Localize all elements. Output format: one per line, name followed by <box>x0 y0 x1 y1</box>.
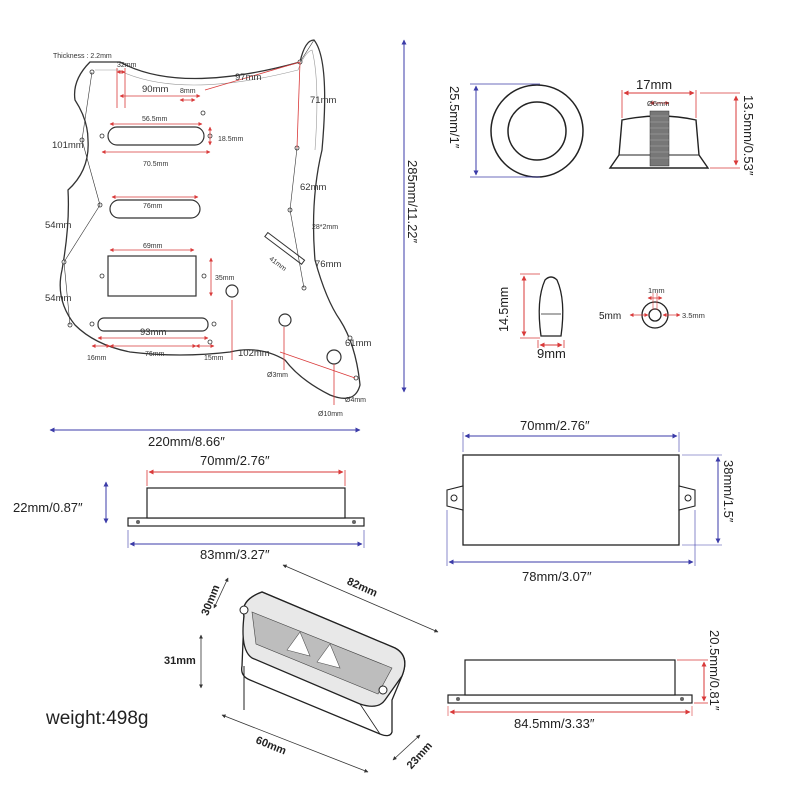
label-thickness: Thickness : 2.2mm <box>53 53 112 60</box>
label-tip-height: 14.5mm <box>497 287 511 332</box>
label-70-5mm: 70.5mm <box>143 161 168 168</box>
knob-ring: 25.5mm/1″ <box>447 83 584 178</box>
switch-slot <box>264 231 306 265</box>
label-76mm-right: 76mm <box>315 259 341 270</box>
label-bb-31mm: 31mm <box>164 655 196 667</box>
label-hbs-bottom: 84.5mm/3.33″ <box>514 716 595 731</box>
label-61mm: 61mm <box>345 338 371 349</box>
middle-pickup-slot <box>109 199 201 219</box>
label-76mm-mid: 76mm <box>143 203 163 210</box>
label-knob-shaft: Ø6mm <box>647 99 670 108</box>
switch-tip: 14.5mm 9mm <box>497 273 566 361</box>
label-3mm: Ø3mm <box>267 372 288 379</box>
label-16mm: 16mm <box>87 355 107 362</box>
label-69mm: 69mm <box>143 243 163 250</box>
single-coil-side: 70mm/2.76″ 22mm/0.87″ 83mm/3.27″ <box>13 453 365 562</box>
label-4mm: Ø4mm <box>345 397 366 404</box>
label-71mm: 71mm <box>310 95 336 106</box>
label-97mm: 97mm <box>235 72 261 83</box>
label-tip-width: 9mm <box>537 346 566 361</box>
pickguard-outline <box>59 39 361 399</box>
label-56-5mm: 56.5mm <box>142 116 167 123</box>
switch-tip-top: 1mm 5mm 3.5mm <box>599 286 705 329</box>
label-hbs-height: 20.5mm/0.81″ <box>707 630 722 711</box>
label-41mm: 41mm <box>268 256 288 273</box>
label-90mm: 90mm <box>142 84 168 95</box>
label-hb-top: 70mm/2.76″ <box>520 418 590 433</box>
label-54mm-top: 54mm <box>45 220 71 231</box>
label-hb-bottom: 78mm/3.07″ <box>522 569 592 584</box>
label-18-5mm: 18.5mm <box>218 136 243 143</box>
label-tip-outer: 5mm <box>599 311 621 322</box>
jack-hole <box>326 349 342 365</box>
label-101mm: 101mm <box>52 140 84 151</box>
label-102mm: 102mm <box>238 348 270 359</box>
label-28x2mm: 28*2mm <box>312 224 338 231</box>
label-tip-hole: 1mm <box>648 286 665 295</box>
label-15mm: 15mm <box>204 355 224 362</box>
humbucker-side: 20.5mm/0.81″ 84.5mm/3.33″ <box>447 630 722 731</box>
label-35mm: 35mm <box>215 275 235 282</box>
label-54mm-bottom: 54mm <box>45 293 71 304</box>
label-knob-height: 13.5mm/0.53″ <box>741 95 756 176</box>
label-tip-side: 3.5mm <box>682 311 705 320</box>
label-sc-bottom: 83mm/3.27″ <box>200 547 270 562</box>
label-knob-width: 17mm <box>636 77 672 92</box>
knob: 17mm Ø6mm 13.5mm/0.53″ <box>608 77 756 176</box>
label-sc-height: 22mm/0.87″ <box>13 500 83 515</box>
humbucker-top: 70mm/2.76″ 38mm/1.5″ 78mm/3.07″ <box>446 418 736 584</box>
label-pickguard-height: 285mm/11.22″ <box>405 160 420 244</box>
label-bb-30mm: 30mm <box>199 583 222 617</box>
label-bb-82mm: 82mm <box>345 576 379 600</box>
label-10mm: Ø10mm <box>318 411 343 418</box>
battery-box: 30mm 82mm 31mm 60mm 23mm <box>164 564 439 773</box>
label-hb-height: 38mm/1.5″ <box>721 460 736 523</box>
knob-hole-2 <box>278 313 292 327</box>
neck-pickup-slot <box>107 126 205 146</box>
knob-hole-1 <box>225 284 239 298</box>
label-32mm: 32mm <box>117 62 137 69</box>
weight-label: weight:498g <box>46 708 149 729</box>
bridge-pickup-slot <box>97 317 209 332</box>
label-93mm: 93mm <box>140 327 166 338</box>
label-pickguard-width: 220mm/8.66″ <box>148 434 225 449</box>
humbucker-slot <box>107 255 197 297</box>
label-62mm: 62mm <box>300 182 326 193</box>
label-76mm-bottom: 76mm <box>145 351 165 358</box>
label-8mm: 8mm <box>180 88 196 95</box>
label-ring-diameter: 25.5mm/1″ <box>447 86 462 149</box>
label-bb-60mm: 60mm <box>254 734 288 757</box>
pickguard: Thickness : 2.2mm 32mm 8mm 56.5mm 18.5mm… <box>45 39 420 449</box>
label-sc-top: 70mm/2.76″ <box>200 453 270 468</box>
